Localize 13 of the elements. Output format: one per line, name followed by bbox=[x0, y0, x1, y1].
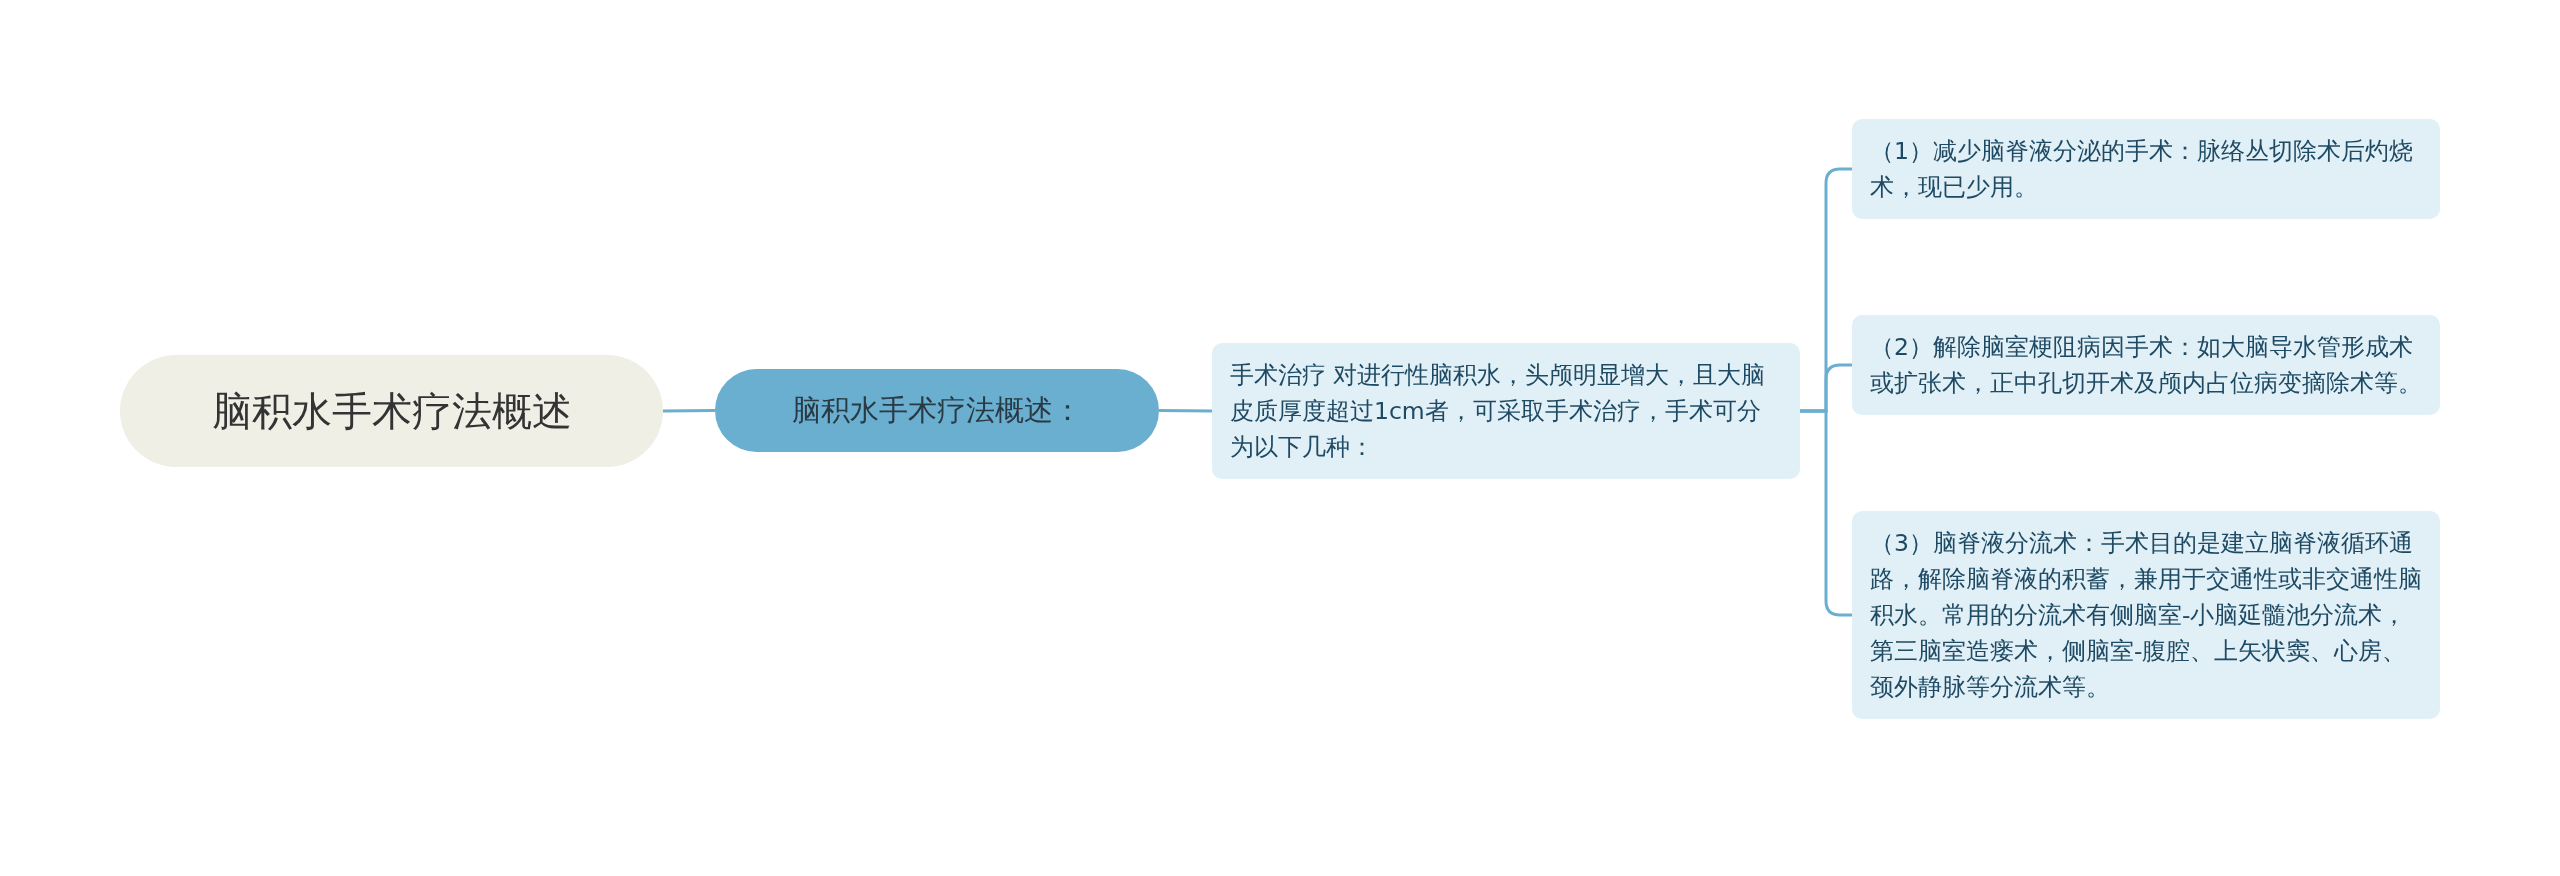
connector-line bbox=[663, 409, 715, 413]
connector-line bbox=[1159, 409, 1212, 413]
topic-text: 脑积水手术疗法概述 bbox=[211, 386, 572, 436]
topic-text: （2）解除脑室梗阻病因手术：如大脑导水管形成术或扩张术，正中孔切开术及颅内占位病变摘除术等。 bbox=[1870, 332, 2422, 399]
subtopic-card bbox=[1852, 511, 2440, 719]
topic-text: 脑积水手术疗法概述： bbox=[792, 391, 1082, 429]
topic-text: （3）脑脊液分流术：手术目的是建立脑脊液循环通路，解除脑脊液的积蓄，兼用于交通性或非交通性脑积水。常用的分流术有侧脑室-小脑延髓池分流术，第三脑室造瘘术，侧脑室-腹腔、上矢状窦、心房、颈外静脉等分流术等。 bbox=[1870, 528, 2422, 703]
topic-text: 手术治疗 对进行性脑积水，头颅明显增大，且大脑皮质厚度超过1cm者，可采取手术治疗，手术可分为以下几种： bbox=[1230, 360, 1767, 463]
topic-text: （1）减少脑脊液分泌的手术：脉络丛切除术后灼烧术，现已少用。 bbox=[1870, 136, 2414, 203]
subtopic-card bbox=[1852, 119, 2440, 219]
connector-line bbox=[1800, 409, 1852, 617]
subtopic-card bbox=[1212, 343, 1800, 479]
subtopic-card bbox=[1852, 315, 2440, 415]
